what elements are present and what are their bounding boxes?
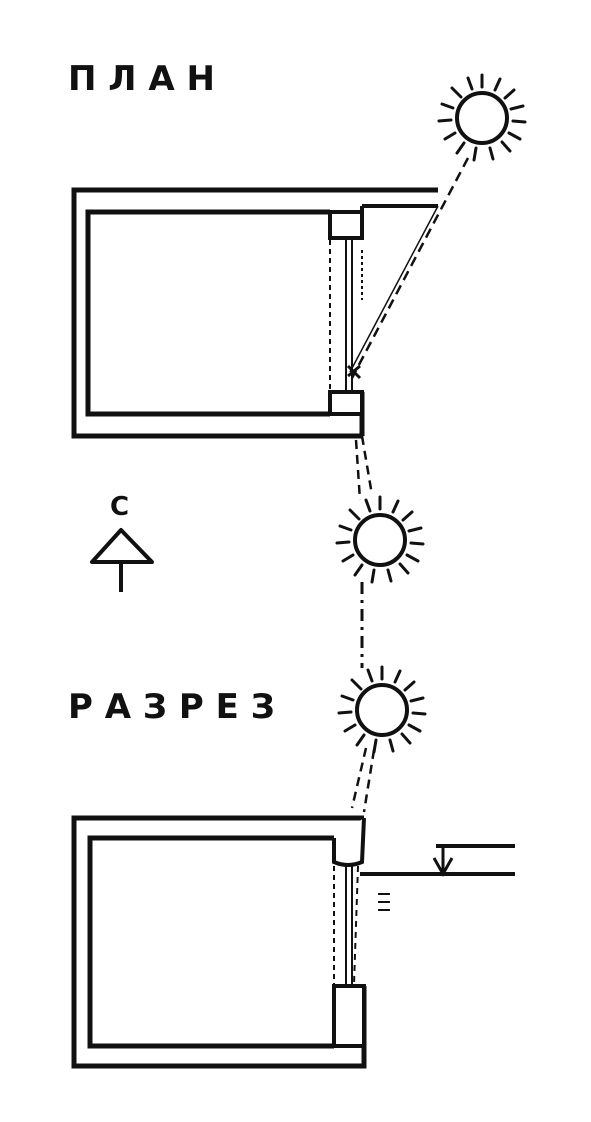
plan-title: П Л А Н	[68, 59, 215, 99]
plan-building	[71, 187, 438, 439]
north-label: С	[110, 492, 129, 522]
sun-icon	[337, 665, 427, 754]
sun-icon	[335, 495, 425, 584]
water-level-icon	[432, 844, 515, 878]
sun-icon	[437, 73, 527, 162]
section-title: Р А З Р Е З	[68, 687, 275, 727]
section-building	[71, 815, 515, 1069]
section-light-rays	[350, 747, 376, 813]
plan-light-rays	[346, 157, 470, 501]
north-arrow-icon	[90, 528, 154, 592]
